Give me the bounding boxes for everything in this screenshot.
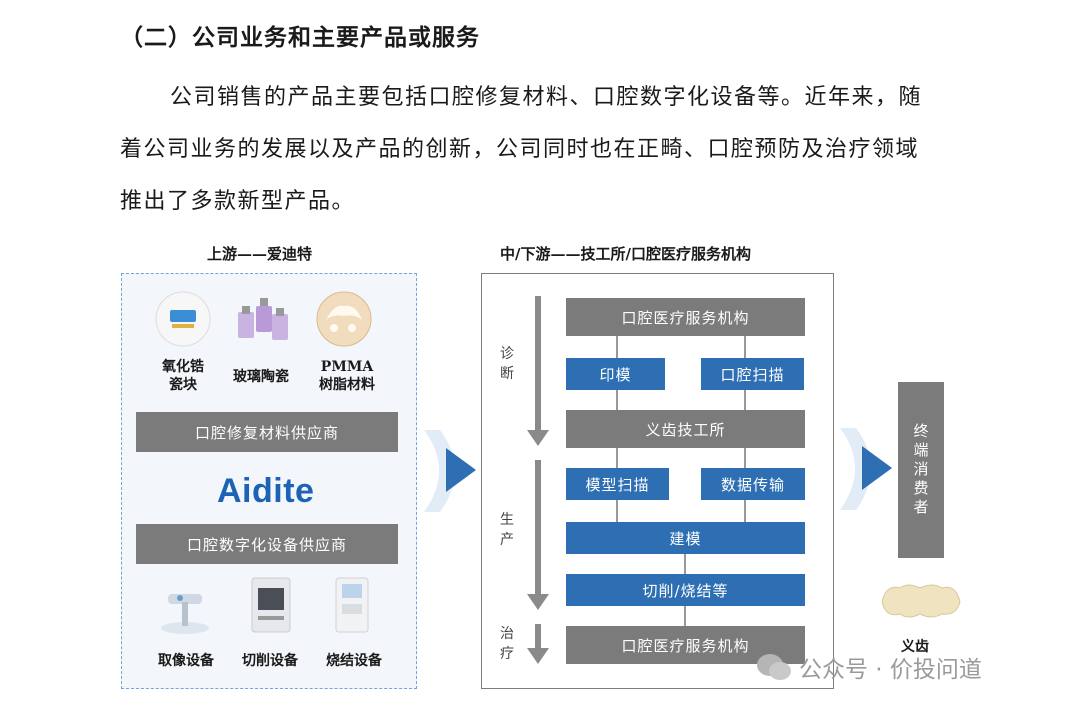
device-milling: 切削设备 [242,653,298,669]
paragraph-line-1: 公司销售的产品主要包括口腔修复材料、口腔数字化设备等。近年来，随 [170,85,923,110]
material-glass-ceramic: 玻璃陶瓷 [220,368,302,386]
imaging-device-image [161,594,209,634]
stage-production: 生产 [500,512,514,548]
upstream-title: 上游——爱迪特 [207,245,313,263]
watermark: 公众号 · 价投问道 [755,650,982,684]
production-arrow-icon [527,460,549,610]
connector [684,552,686,574]
box-model-scan: 模型扫描 [566,468,669,500]
milling-device-image [251,577,291,633]
sintering-device-image [335,577,369,633]
treatment-arrow-icon [527,624,549,664]
connector [744,390,746,410]
flow-arrow-icon [424,430,476,512]
material-zirconia-line2: 瓷块 [169,377,197,393]
connector [684,606,686,626]
connector [744,448,746,468]
device-sintering: 烧结设备 [326,653,382,669]
midstream-title: 中/下游——技工所/口腔医疗服务机构 [500,245,751,263]
midstream-panel: 诊断 生产 治疗 口腔医疗服务机构 印模 口腔扫描 义齿技工所 模型扫描 数据传… [481,273,834,689]
box-data-transfer: 数据传输 [701,468,805,500]
device-imaging: 取像设备 [158,653,214,669]
paragraph-line-2: 着公司业务的发展以及产品的创新，公司同时也在正畸、口腔预防及治疗领域 [120,137,920,162]
flow-arrow-icon-2 [840,428,892,510]
box-modeling: 建模 [566,522,805,554]
watermark-text: 公众号 · 价投问道 [799,657,982,683]
box-impression: 印模 [566,358,665,390]
pmma-resin-image [316,291,372,347]
connector [616,336,618,360]
upstream-panel: 氧化锆 瓷块 玻璃陶瓷 PMMA 树脂材料 口腔修复材料供应商 口腔数字化设备供… [121,273,417,689]
end-consumer-box: 终端消费者 [898,382,944,558]
denture-label: 义齿 [901,639,929,655]
material-zirconia: 氧化锆 瓷块 [142,358,224,394]
paragraph-line-3: 推出了多款新型产品。 [120,189,356,214]
box-clinic-top: 口腔医疗服务机构 [566,298,805,336]
material-supplier-bar: 口腔修复材料供应商 [136,412,398,452]
aidite-logo: Aidite [217,472,315,510]
material-zirconia-line1: 氧化锆 [162,359,204,375]
connector [616,448,618,468]
material-pmma-line1: PMMA [320,359,374,375]
material-pmma: PMMA 树脂材料 [304,358,390,394]
box-cutting: 切削/烧结等 [566,574,805,606]
connector [744,500,746,522]
denture-image [881,584,961,618]
material-pmma-line2: 树脂材料 [319,377,375,393]
connector [616,390,618,410]
material-glass-line1: 玻璃陶瓷 [233,369,289,385]
intro-paragraph: 公司销售的产品主要包括口腔修复材料、口腔数字化设备等。近年来，随 着公司业务的发… [120,72,990,228]
connector [744,336,746,360]
box-denture-lab: 义齿技工所 [566,410,805,448]
glass-ceramic-image [238,298,288,340]
device-supplier-bar: 口腔数字化设备供应商 [136,524,398,564]
stage-treatment: 治疗 [500,626,514,662]
diagnosis-arrow-icon [527,296,549,446]
wechat-icon [757,654,791,680]
connector [616,500,618,522]
zirconia-block-image [155,291,211,347]
section-heading: （二）公司业务和主要产品或服务 [120,24,480,51]
stage-diagnosis: 诊断 [500,346,514,382]
box-oral-scan: 口腔扫描 [701,358,804,390]
